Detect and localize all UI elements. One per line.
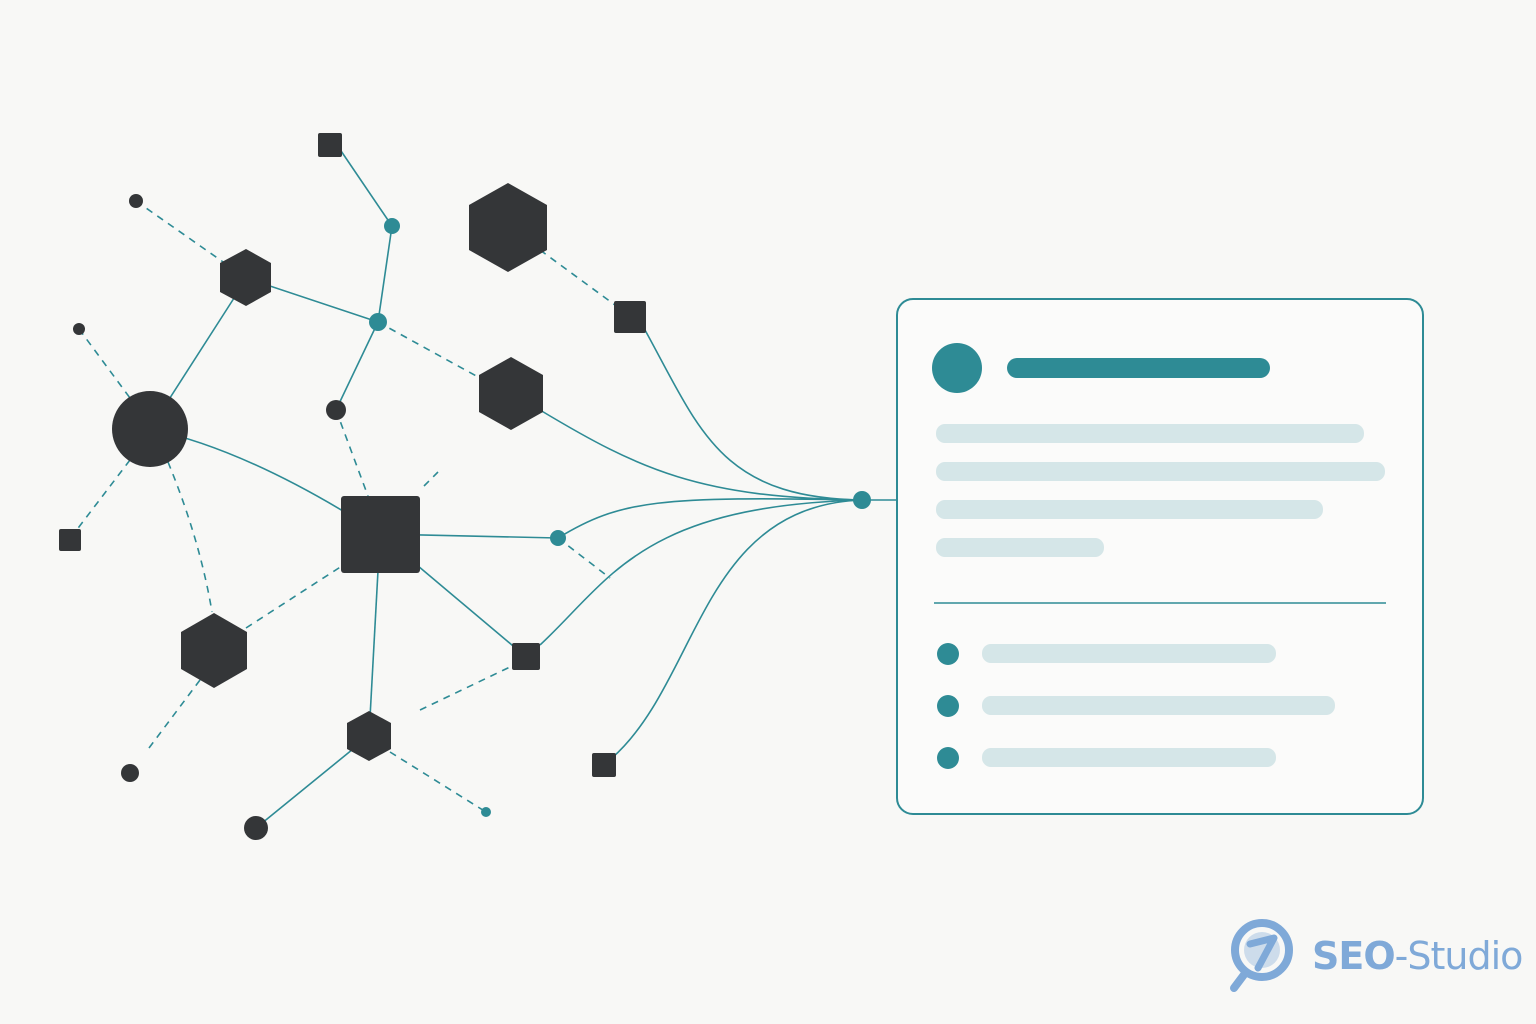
hexagon-node — [479, 357, 543, 430]
link — [255, 735, 370, 829]
circle-node — [121, 764, 139, 782]
hexagon-node — [347, 711, 391, 761]
seo-studio-watermark: SEO-Studio — [1228, 918, 1524, 994]
card-list-line — [982, 644, 1276, 663]
converging-link — [557, 497, 863, 539]
card-title-bar — [1007, 358, 1270, 378]
dashed-link — [78, 328, 131, 399]
brand-strong: SEO — [1312, 934, 1396, 978]
dashed-link — [167, 461, 213, 613]
circle-node — [73, 323, 85, 335]
teal-connector-dot — [481, 807, 491, 817]
card-list-line — [982, 748, 1276, 767]
square-node — [614, 301, 646, 333]
dashed-link — [557, 537, 611, 579]
teal-connector-dot — [550, 530, 566, 546]
square-node — [59, 529, 81, 551]
brand-rest: -Studio — [1394, 934, 1524, 978]
card-text-line — [936, 424, 1364, 443]
card-text-line — [936, 538, 1104, 557]
converging-link — [539, 499, 863, 646]
square-node — [512, 643, 540, 670]
square-node — [592, 753, 616, 777]
card-text-line — [936, 500, 1323, 519]
link — [377, 225, 393, 323]
converging-link — [611, 499, 863, 759]
circle-node-large — [112, 391, 188, 467]
dashed-link — [335, 409, 369, 497]
dashed-link — [145, 679, 201, 753]
document-card — [896, 298, 1424, 815]
card-bullet — [937, 643, 959, 665]
dashed-link — [377, 321, 481, 379]
card-avatar-icon — [932, 343, 982, 393]
hexagon-node — [220, 249, 271, 306]
link — [335, 321, 379, 411]
converging-link — [539, 409, 863, 501]
card-text-line — [936, 462, 1385, 481]
dashed-link — [245, 563, 346, 629]
card-list-line — [982, 696, 1335, 715]
network-nodes — [59, 133, 871, 840]
dashed-link — [135, 200, 247, 279]
hub-dot — [853, 491, 871, 509]
magnifier-check-icon — [1230, 919, 1293, 992]
card-bullet — [937, 747, 959, 769]
dashed-link — [419, 665, 513, 711]
teal-connector-dot — [384, 218, 400, 234]
hexagon-node-large — [469, 183, 547, 272]
dashed-link — [423, 471, 439, 487]
circle-node — [129, 194, 143, 208]
teal-connector-dot — [369, 313, 387, 331]
circle-node — [326, 400, 346, 420]
dashed-link — [68, 459, 131, 541]
hexagon-node — [181, 613, 247, 688]
link — [336, 144, 393, 227]
seo-studio-wordmark: SEO-Studio — [1312, 934, 1524, 978]
circle-node — [244, 816, 268, 840]
square-node — [318, 133, 342, 157]
square-node-large — [341, 496, 420, 573]
dashed-link — [389, 751, 487, 813]
converging-link — [644, 329, 863, 501]
card-bullet — [937, 695, 959, 717]
